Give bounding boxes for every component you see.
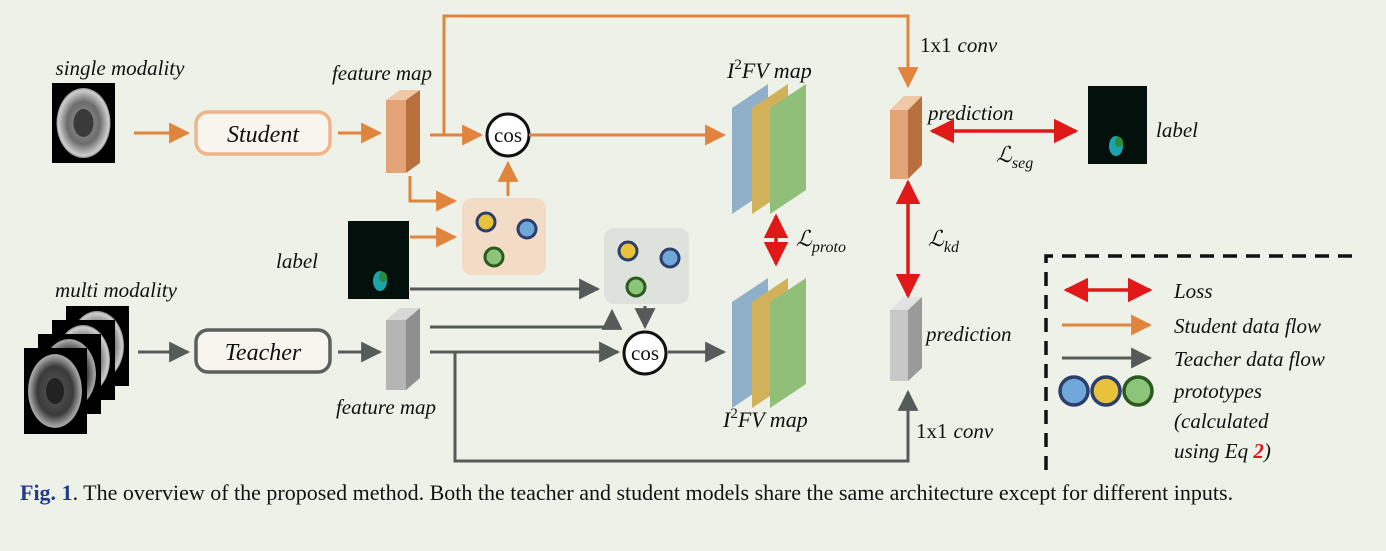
multi-modality-mri-stack — [24, 306, 129, 434]
multi-modality-label: multi modality — [55, 278, 178, 302]
prototype-yellow-icon — [475, 211, 497, 233]
i2fv-map-top — [732, 84, 806, 214]
legend-prototype-yellow-icon — [1090, 375, 1122, 407]
student-prediction-map — [890, 96, 922, 179]
label-image-middle — [348, 221, 409, 299]
teacher-label: Teacher — [225, 340, 302, 366]
legend-prototypes-line1: prototypes — [1172, 379, 1262, 403]
student-box — [194, 110, 332, 156]
teacher-data-flow-arrows — [138, 278, 919, 463]
legend-student-label: Student data flow — [1174, 314, 1321, 338]
teacher-prototype-box — [604, 228, 689, 304]
loss-arrows — [763, 118, 1079, 299]
loss-proto-label: ℒproto — [796, 226, 846, 256]
feature-map-label-top: feature map — [332, 61, 432, 85]
prototype-green-icon — [483, 246, 505, 268]
prediction-label-bottom: prediction — [924, 322, 1012, 346]
legend-prototypes-line2: (calculated — [1174, 409, 1269, 433]
prototype-yellow-icon — [617, 240, 639, 262]
teacher-prediction-map — [890, 297, 922, 381]
label-image-right — [1088, 86, 1147, 164]
legend-prototype-green-icon — [1122, 375, 1154, 407]
cos-label-top: cos — [494, 123, 522, 147]
i2fv-map-label-bottom: I2FV map — [722, 406, 808, 432]
feature-map-label-bottom: feature map — [336, 395, 436, 419]
legend-loss-label: Loss — [1173, 279, 1213, 303]
single-modality-label: single modality — [56, 56, 186, 80]
label-text-right: label — [1156, 118, 1198, 142]
figure-label: Fig. 1 — [20, 480, 73, 505]
prototype-green-icon — [625, 276, 647, 298]
prototype-blue-icon — [659, 247, 681, 269]
teacher-feature-map — [386, 308, 420, 390]
legend: Loss Student data flow Teacher data flow… — [1044, 254, 1352, 470]
teacher-box — [194, 328, 332, 374]
single-modality-mri — [52, 83, 115, 163]
prototype-blue-icon — [516, 218, 538, 240]
student-prototype-box — [462, 198, 546, 275]
legend-teacher-label: Teacher data flow — [1174, 347, 1325, 371]
student-data-flow-arrows — [134, 14, 919, 248]
prediction-label-top: prediction — [926, 101, 1014, 125]
loss-kd-label: ℒkd — [928, 226, 960, 256]
caption-text: . The overview of the proposed method. B… — [72, 480, 1234, 505]
student-feature-map — [386, 90, 420, 173]
label-text-middle: label — [276, 249, 318, 273]
cos-node-bottom — [622, 330, 668, 376]
figure-caption: Fig. 1. The overview of the proposed met… — [20, 478, 1360, 508]
i2fv-map-label-top: I2FV map — [726, 57, 812, 83]
student-label: Student — [227, 122, 300, 148]
legend-prototypes-line3: using Eq 2) — [1174, 439, 1271, 463]
legend-prototype-blue-icon — [1058, 375, 1090, 407]
loss-seg-label: ℒseg — [996, 142, 1033, 172]
cos-label-bottom: cos — [631, 341, 659, 365]
i2fv-map-bottom — [732, 278, 806, 408]
